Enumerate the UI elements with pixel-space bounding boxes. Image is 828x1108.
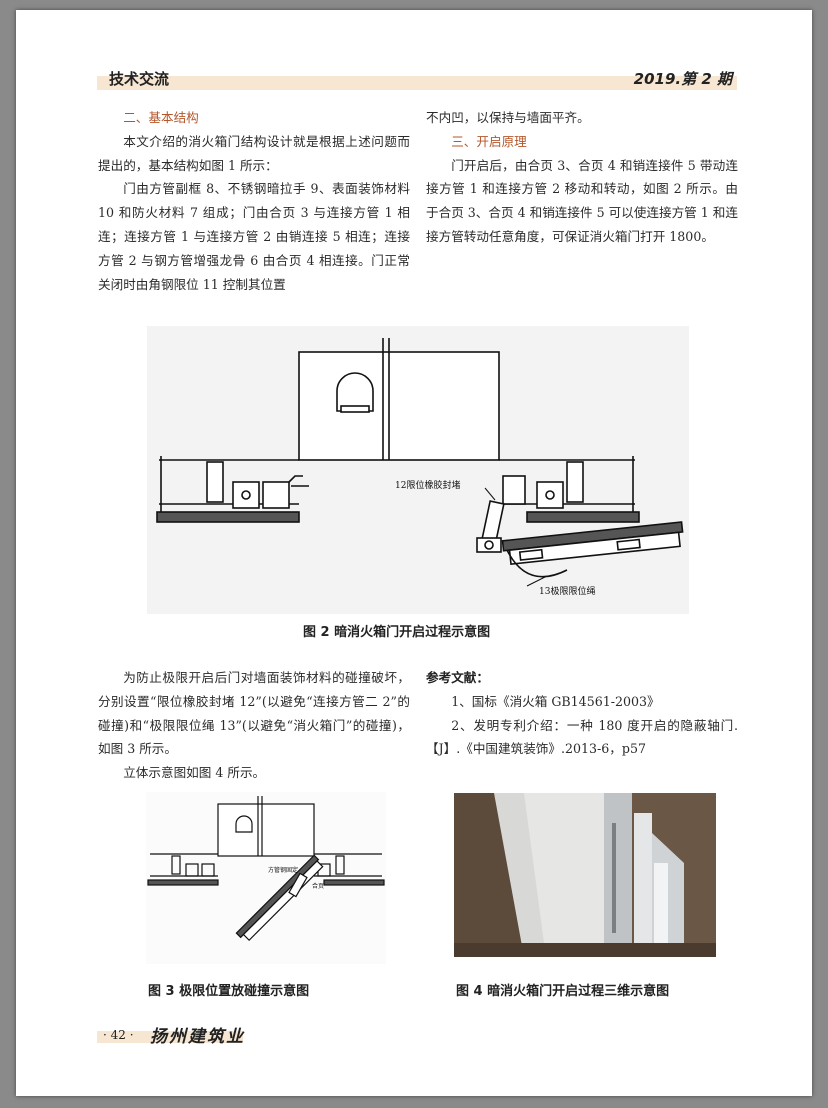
header-issue: 2019.第 2 期 — [633, 70, 732, 88]
reference-item: 1、国标《消火箱 GB14561-2003》 — [451, 693, 660, 709]
header-band — [97, 76, 737, 90]
figure-4-caption: 图 4 暗消火箱门开启过程三维示意图 — [456, 984, 670, 999]
paragraph: 不内凹，以保持与墙面平齐。 — [426, 110, 590, 125]
figure-2-caption: 图 2 暗消火箱门开启过程示意图 — [303, 625, 491, 640]
right-column: 不内凹，以保持与墙面平齐。 三、开启原理 门开启后，由合页 3、合页 4 和销连… — [426, 106, 738, 249]
reference-item: 2、发明专利介绍：一种 180 度开启的隐蔽轴门.【J】.《中国建筑装饰》.20… — [426, 717, 738, 757]
magazine-name: 扬州建筑业 — [150, 1027, 245, 1047]
figure-2: 12限位橡胶封堵 13极限限位绳 — [147, 326, 689, 614]
paragraph: 门开启后，由合页 3、合页 4 和销连接件 5 带动连接方管 1 和连接方管 2… — [426, 157, 738, 244]
label-13: 13极限限位绳 — [539, 585, 595, 597]
paragraph: 门由方管副框 8、不锈钢暗拉手 9、表面装饰材料 10 和防火材料 7 组成；门… — [98, 181, 410, 292]
figure-3: 方管钢固定 合页 — [146, 792, 386, 964]
paragraph: 为防止极限开启后门对墙面装饰材料的碰撞破坏，分别设置“限位橡胶封堵 12”(以避… — [98, 670, 410, 757]
footer-band — [97, 1031, 243, 1043]
label-12: 12限位橡胶封堵 — [395, 479, 460, 491]
label-b: 合页 — [312, 882, 324, 890]
page-number: · 42 · — [103, 1028, 134, 1042]
door-3d-render — [454, 793, 716, 957]
label-a: 方管钢固定 — [268, 866, 298, 874]
references-heading: 参考文献： — [426, 670, 489, 685]
limit-position-diagram: 方管钢固定 合页 — [147, 796, 385, 942]
door-plan-diagram: 12限位橡胶封堵 13极限限位绳 — [156, 338, 684, 597]
figure-3-caption: 图 3 极限位置放碰撞示意图 — [148, 984, 310, 999]
paragraph: 立体示意图如图 4 所示。 — [123, 765, 266, 781]
lower-left-column: 为防止极限开启后门对墙面装饰材料的碰撞破坏，分别设置“限位橡胶封堵 12”(以避… — [98, 666, 410, 785]
section-title-structure: 二、基本结构 — [123, 110, 199, 125]
figure-4 — [454, 793, 716, 957]
section-title-principle: 三、开启原理 — [451, 133, 527, 149]
left-column: 二、基本结构 本文介绍的消火箱门结构设计就是根据上述问题而提出的，基本结构如图 … — [98, 106, 410, 296]
references: 参考文献： 1、国标《消火箱 GB14561-2003》 2、发明专利介绍：一种… — [426, 666, 738, 761]
header-section: 技术交流 — [109, 70, 170, 88]
paragraph: 本文介绍的消火箱门结构设计就是根据上述问题而提出的，基本结构如图 1 所示： — [98, 133, 410, 173]
